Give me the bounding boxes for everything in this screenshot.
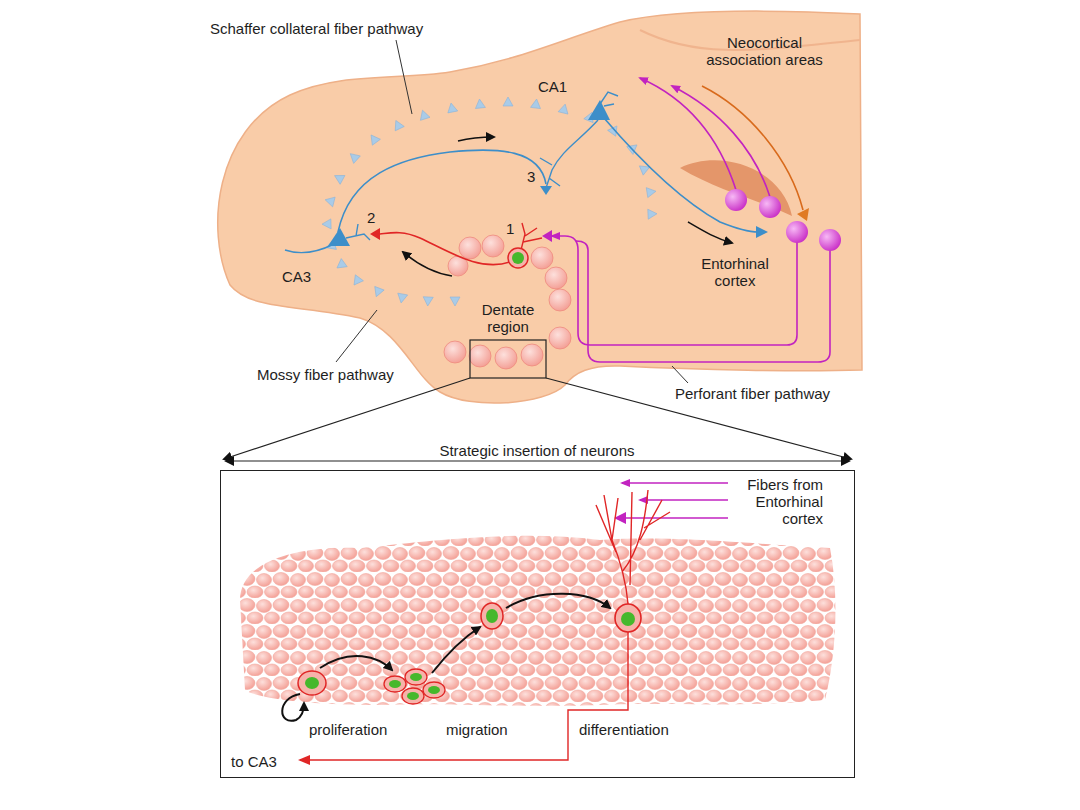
label-text: CA1 [538,78,567,95]
ca3-dendrite [346,224,370,240]
mossy-axon [380,233,510,265]
self-renewal-arrow [282,694,304,721]
synapse [756,226,768,238]
zoom-line [224,378,470,459]
span-bracket [226,460,849,461]
new-neuron-axon [300,632,628,760]
entorhinal-cell [759,196,781,218]
leader-line [672,366,688,383]
label-text: Neocortical association areas [697,34,832,68]
perforant-fiber [576,241,830,362]
label-text: CA3 [282,268,311,285]
neocortical-fiber [702,86,803,210]
pathway-arrow [688,222,732,243]
schaffer-axon [338,150,546,232]
cell-tissue [240,536,835,706]
label-text: differentiation [579,721,669,738]
entorhinal-fiber [640,499,728,501]
ca3-axon [285,244,334,252]
label-text: Dentate region [472,301,544,335]
synapse [370,228,380,240]
ca1-axon [604,118,758,232]
callout-number: 3 [527,168,535,185]
step-arrow [432,627,480,673]
zoom-frame [470,340,546,378]
ca3-neuron [328,228,350,246]
dividing-cells [384,669,445,704]
entorhinal-cell [786,221,808,243]
new-neuron [615,604,641,632]
new-granule-nucleus [512,252,524,264]
label-text: proliferation [309,721,387,738]
entorhinal-cell [819,229,841,251]
neocortical-fiber [672,86,770,197]
step-arrow [506,594,610,608]
orange-synapse [797,208,809,221]
synapse [542,230,552,242]
hippocampus-body [218,11,862,403]
pyramidal-layer [327,102,652,301]
inset-box: Strategic insertion of neuronsFibers fro… [220,470,855,778]
label-text: Mossy fiber pathway [257,366,394,383]
progenitor-cell [298,671,326,695]
progenitor-nucleus [305,677,319,689]
pathway-arrow [403,252,452,276]
label-text: Strategic insertion of neurons [221,442,853,459]
synapse [540,186,552,195]
label-text: Entorhinal cortex [690,255,780,289]
callout-number: 1 [506,220,514,237]
leader-line [396,40,412,114]
ca1-dendrite [540,92,618,188]
label-text: to CA3 [231,753,277,770]
new-neuron-nucleus [621,612,635,626]
new-granule-cell [508,248,528,268]
label-text: Fibers from Entorhinal cortex [733,476,823,527]
migrating-nucleus [486,609,498,623]
step-arrow [320,656,392,670]
granule-layer [444,235,571,369]
label-text: Schaffer collateral fiber pathway [210,20,423,37]
granule-dendrite [521,223,542,250]
entorhinal-fiber [624,517,728,519]
migrating-cell [481,603,503,629]
new-neuron-dendrites [596,490,670,604]
callout-number: 2 [367,209,375,226]
leader-line [336,310,377,362]
label-text: migration [446,721,508,738]
pathway-arrow [458,137,494,141]
entorhinal-fiber [622,482,728,484]
label-text: Perforant fiber pathway [675,385,830,402]
ca1-neuron [588,100,610,120]
entorhinal-cell [725,189,747,211]
